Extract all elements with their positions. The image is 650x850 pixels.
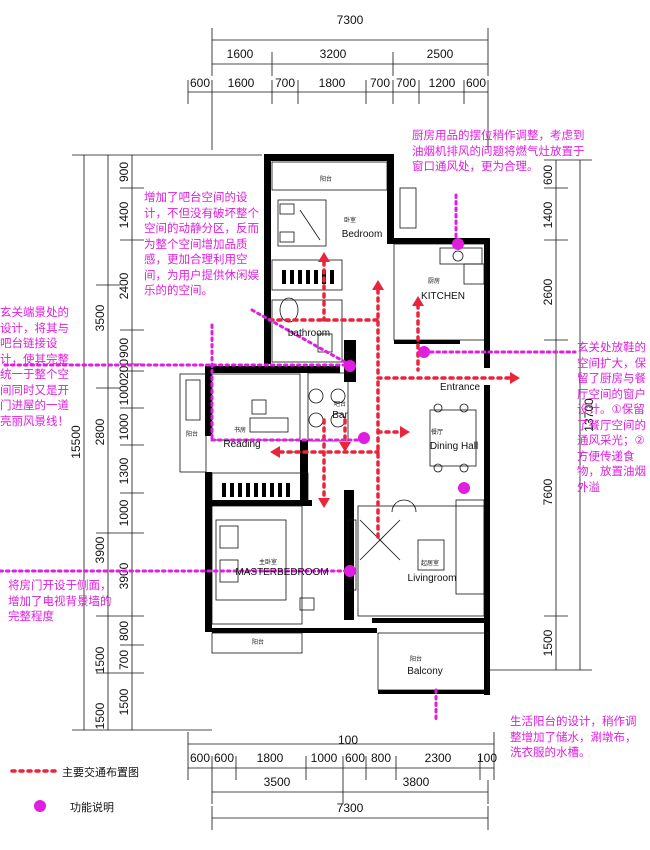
note-master-door: 将房门开设于侧面，增加了电视背景墙的完整程度 (8, 578, 112, 623)
note-bar: 增加了吧台空间的设计，不但没有破坏整个空间的动静分区，反而为整个空间增加品质感，… (144, 190, 259, 297)
dim-left-col3-d: 900 (117, 338, 131, 358)
dim-top-row2-c: 2500 (427, 47, 454, 61)
top-dimensions (187, 28, 489, 150)
dim-top-total: 7300 (337, 13, 364, 27)
dim-left-col3-l: 700 (117, 650, 131, 670)
left-dimensions (72, 154, 262, 731)
living-label: Livingroom (408, 573, 457, 584)
balcony-label: Balcony (407, 666, 443, 677)
dim-left-col2-a: 3500 (93, 304, 107, 331)
dim-top-row2-b: 3200 (320, 47, 347, 61)
reading-label-cn: 书房 (234, 426, 246, 434)
living-label-cn: 起居室 (421, 559, 439, 567)
dim-left-col3-i: 1000 (117, 499, 131, 526)
dim-right-col2-a: 600 (541, 165, 555, 185)
dim-bottom-row1-b: 600 (214, 751, 234, 765)
dim-bottom-row1-f: 800 (371, 751, 391, 765)
bathroom-label: bathroom (288, 328, 330, 339)
bedroom-bed (277, 199, 327, 247)
dim-right-col2-c: 2600 (541, 278, 555, 305)
legend (10, 769, 60, 812)
dim-left-col3-e: 200 (117, 359, 131, 379)
kitchen-label: KITCHEN (421, 291, 465, 302)
dim-left-col3-a: 900 (117, 162, 131, 182)
note-balcony: 生活阳台的设计，稍作调整增加了储水，涮墩布，洗衣服的水槽。 (510, 714, 637, 759)
terrace-left-label: 阳台 (186, 430, 198, 438)
dim-top-row3-b: 1600 (228, 76, 255, 90)
legend-function-label: 功能说明 (70, 801, 114, 814)
dim-bottom-row1-e: 600 (345, 751, 365, 765)
right-dimensions (490, 159, 592, 671)
master-label-cn: 主卧室 (259, 558, 277, 566)
terrace-top-label: 阳台 (320, 175, 332, 183)
entrance-label: Entrance (440, 382, 480, 393)
walls (205, 154, 490, 695)
dim-right-col2-b: 1400 (541, 201, 555, 228)
dim-bottom-row2-a: 3500 (264, 775, 291, 789)
reading-label: Reading (223, 439, 260, 450)
dim-left-col2-e: 1500 (93, 702, 107, 729)
dim-right-col2-d: 7600 (541, 478, 555, 505)
master-bed (215, 519, 287, 601)
dim-left-col2-b: 2800 (93, 418, 107, 445)
bedroom-label-cn: 卧室 (344, 216, 356, 224)
arrowheads (270, 252, 520, 508)
dim-bottom-row1-g: 2300 (425, 751, 452, 765)
dim-left-col3-b: 1400 (117, 201, 131, 228)
note-kitchen: 厨房用品的摆位稍作调整，考虑到油烟机排风的问题将燃气灶放置于窗口通风处，更为合理… (412, 128, 585, 173)
dim-bottom-top-mark: 100 (338, 733, 358, 747)
note-entrance-view: 玄关端景处的设计，将其与吧台链接设计，使其完整统一于整个空间同时又是开门进屋的一… (0, 305, 69, 428)
dim-bottom-total: 7300 (337, 801, 364, 815)
dim-left-col3-m: 1500 (117, 688, 131, 715)
dim-left-col2-d: 1500 (93, 646, 107, 673)
dim-top-row3-e: 700 (370, 76, 390, 90)
terrace-bottom-label: 阳台 (252, 638, 264, 646)
dim-top-row3-c: 700 (275, 76, 295, 90)
dim-left-col2-c: 3900 (93, 536, 107, 563)
dim-top-row3-a: 600 (190, 76, 210, 90)
bar-label-cn: 吧台 (334, 400, 346, 408)
dim-bottom-row1-a: 600 (190, 751, 210, 765)
balcony-label-cn: 阳台 (410, 655, 422, 663)
dim-top-row3-f: 700 (396, 76, 416, 90)
dim-left-col3-c: 2400 (117, 272, 131, 299)
master-label: MASTERBEDROOM (235, 567, 328, 578)
dim-left-col3-g: 1000 (117, 413, 131, 440)
dining-label-cn: 餐厅 (431, 428, 443, 436)
dim-bottom-row1-d: 1000 (311, 751, 338, 765)
dim-left-col3-f: 1000 (117, 378, 131, 405)
dining-label: Dining Hall (430, 441, 478, 452)
wardrobe-hatching (222, 270, 334, 497)
note-entrance-shoe: 玄关处放鞋的空间扩大，保留了厨房与餐厅空间的窗户设计。①保留了餐厅空间的通风采光… (577, 340, 646, 494)
bar-label: Bar (332, 410, 348, 421)
dim-left-total: 15500 (69, 425, 83, 459)
traffic-paths (268, 260, 514, 542)
dim-bottom-row1-h: 100 (477, 751, 497, 765)
dim-bottom-row1-c: 1800 (257, 751, 284, 765)
legend-traffic-label: 主要交通布置图 (62, 766, 139, 779)
dim-left-col3-h: 1300 (117, 457, 131, 484)
legend-function-swatch (34, 800, 46, 812)
dim-right-col2-e: 1500 (541, 629, 555, 656)
dim-top-row3-h: 600 (466, 76, 486, 90)
dim-left-col3-k: 800 (117, 621, 131, 641)
bottom-dimensions (187, 732, 495, 830)
dim-top-row3-d: 1800 (319, 76, 346, 90)
kitchen-label-cn: 厨房 (428, 277, 440, 285)
dim-top-row2-a: 1600 (227, 47, 254, 61)
dim-right-total: 13700 (582, 398, 596, 432)
dim-top-row3-g: 1200 (429, 76, 456, 90)
dim-bottom-row2-b: 3800 (403, 775, 430, 789)
sofa (455, 499, 485, 595)
dim-left-col3-j: 3900 (117, 562, 131, 589)
function-markers (344, 238, 470, 577)
bedroom-label: Bedroom (342, 229, 383, 240)
callout-leaders (0, 193, 577, 722)
